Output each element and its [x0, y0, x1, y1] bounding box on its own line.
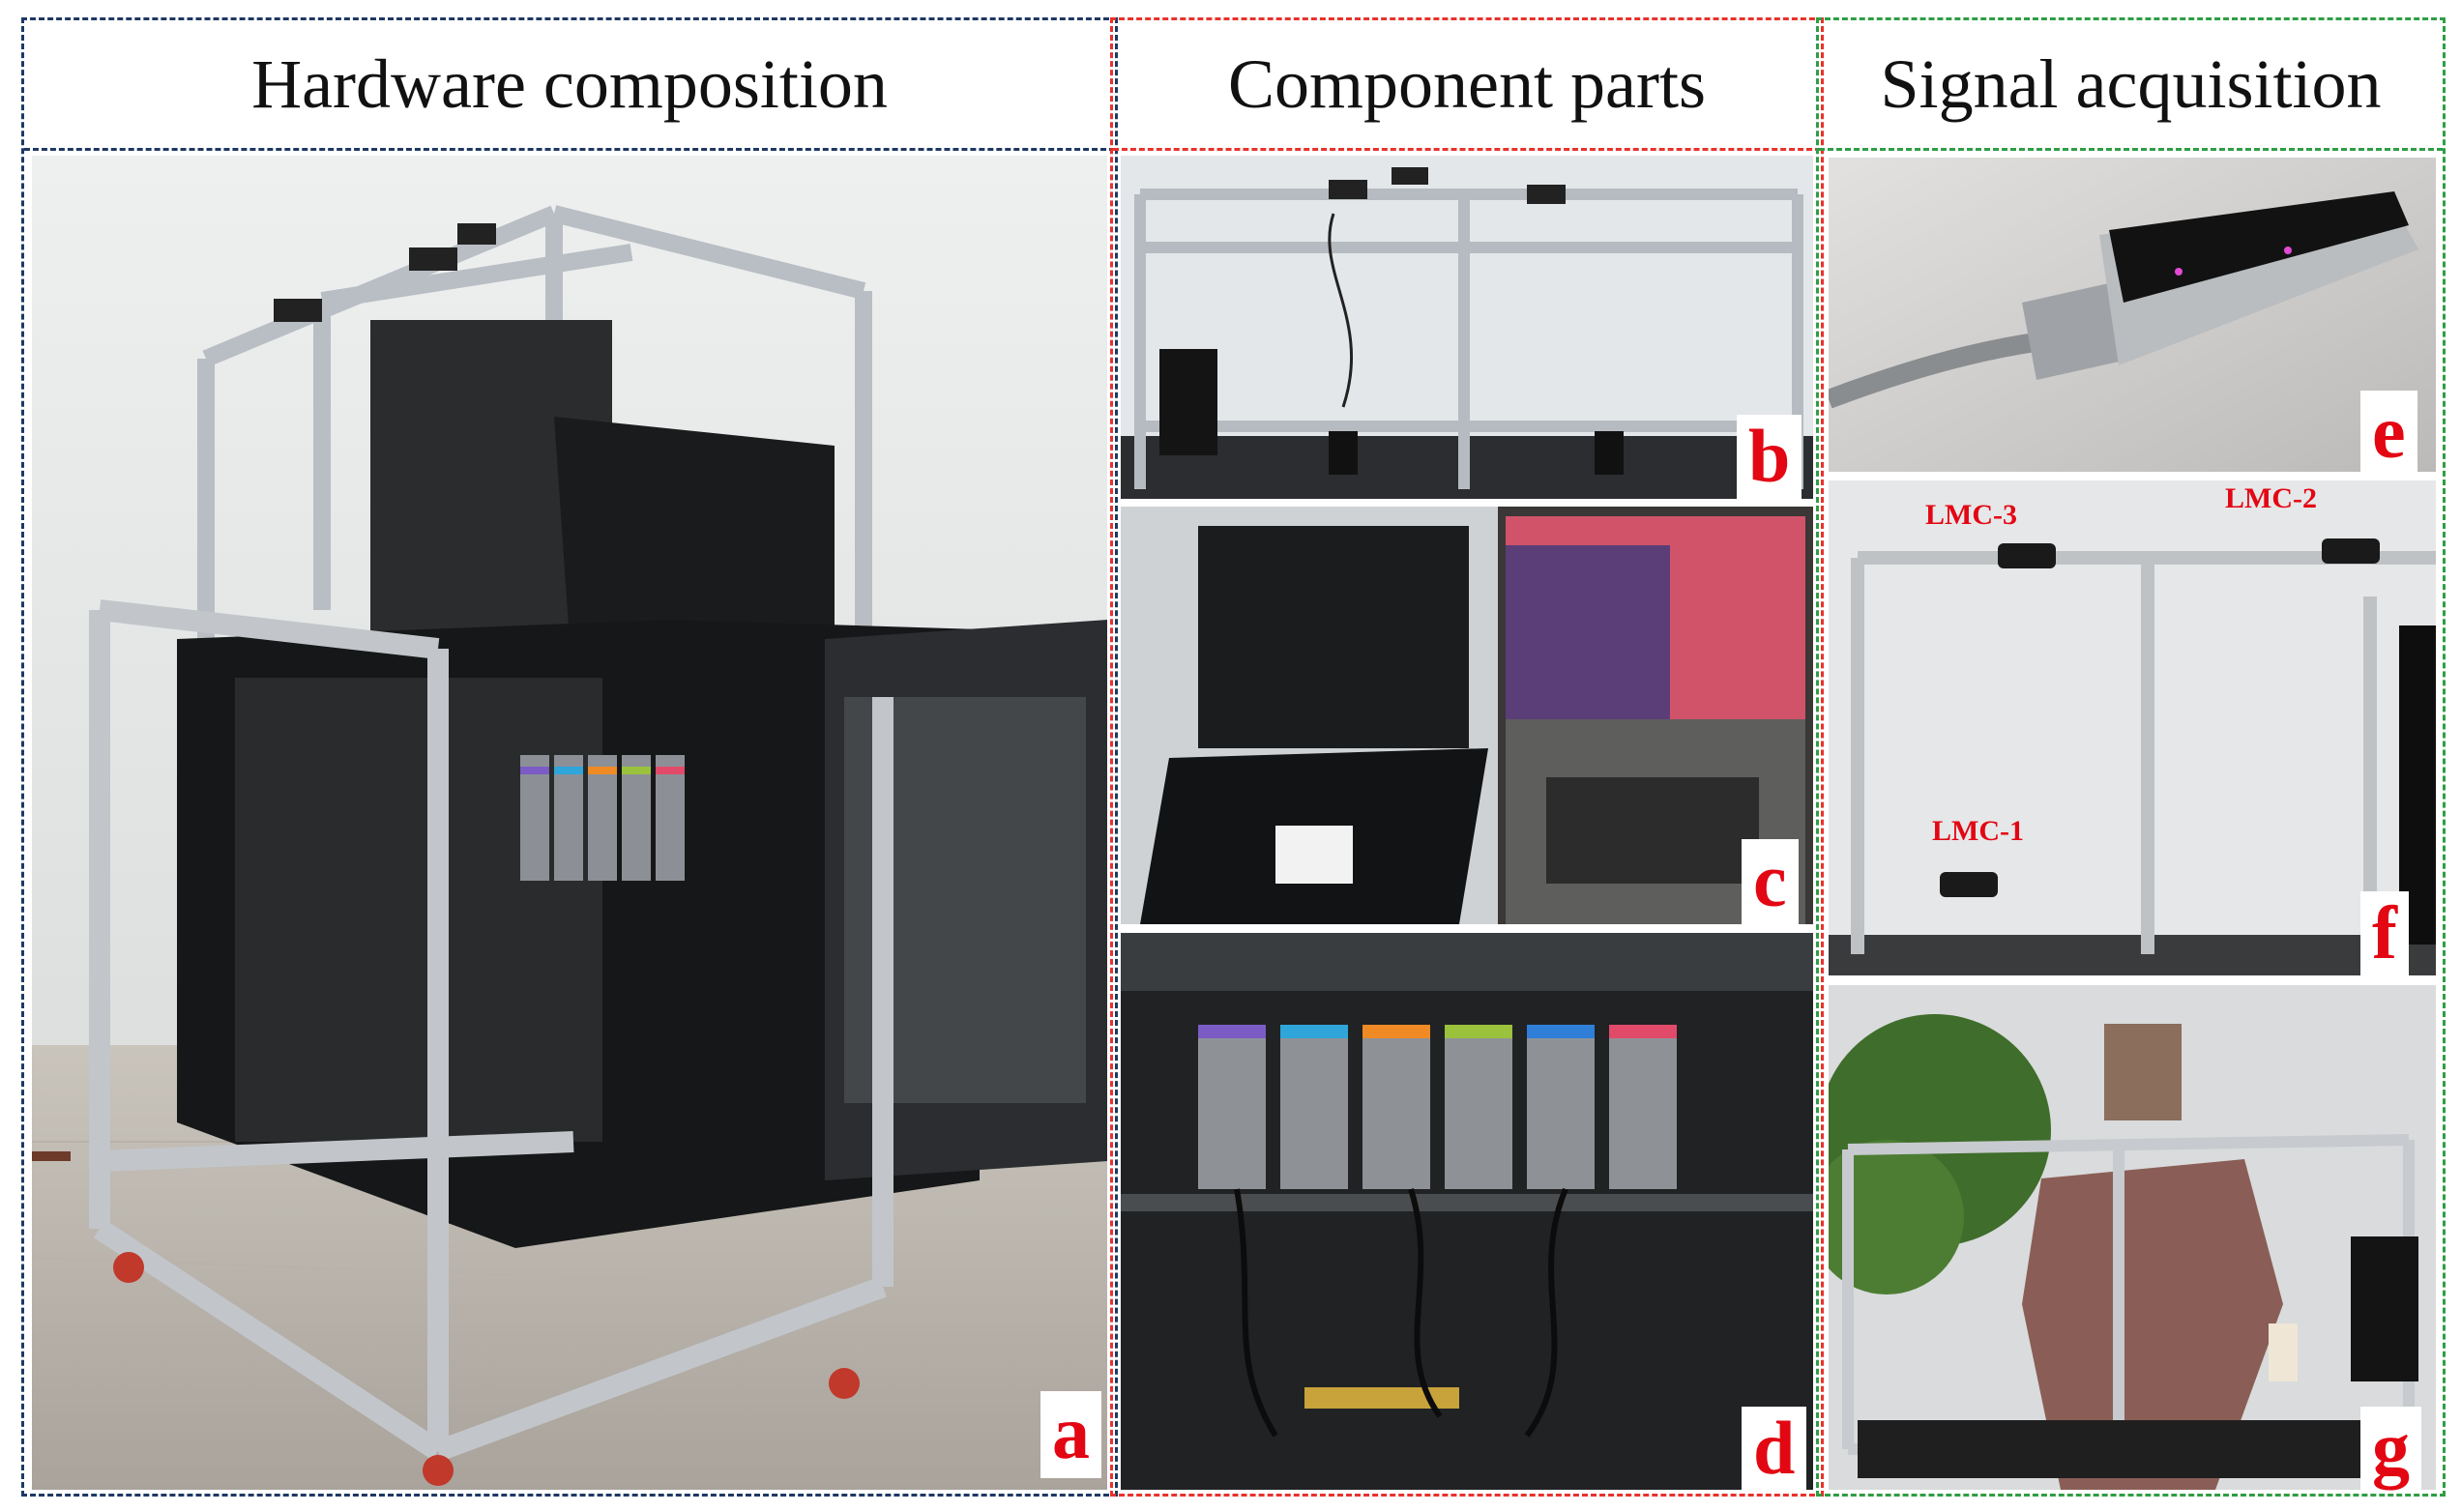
panel-label-g: g: [2360, 1407, 2421, 1494]
signal-acquisition-title: Signal acquisition: [1880, 44, 2382, 123]
hardware-composition-section: Hardware composition: [21, 17, 1118, 1497]
photo-leap-motion-device: [1829, 158, 2436, 472]
photo-camera-frame: [1121, 156, 1813, 499]
lmc-1-label: LMC-1: [1932, 815, 2024, 847]
lmc-3-label: LMC-3: [1925, 499, 2017, 531]
hardware-composition-title: Hardware composition: [251, 44, 888, 123]
hardware-title-divider: [24, 148, 1115, 151]
signal-title-divider: [1819, 148, 2443, 151]
panel-label-c: c: [1742, 839, 1799, 926]
lmc-2-label: LMC-2: [2225, 482, 2317, 514]
component-parts-section: Component parts b: [1110, 17, 1824, 1497]
component-title-divider: [1113, 148, 1821, 151]
panel-label-f: f: [2360, 891, 2409, 978]
signal-acquisition-section: Signal acquisition e: [1816, 17, 2446, 1497]
panel-label-b: b: [1737, 415, 1802, 502]
photo-lmc-render: [1829, 480, 2436, 975]
photo-laptop-kvm: [1121, 507, 1813, 924]
photo-hardware-rack: [32, 156, 1107, 1490]
panel-label-d: d: [1742, 1407, 1807, 1494]
component-parts-title: Component parts: [1228, 44, 1706, 123]
panel-label-e: e: [2360, 391, 2417, 478]
photo-server-modules: [1121, 933, 1813, 1490]
panel-label-a: a: [1040, 1391, 1101, 1478]
photo-user-acquisition: [1829, 985, 2436, 1490]
